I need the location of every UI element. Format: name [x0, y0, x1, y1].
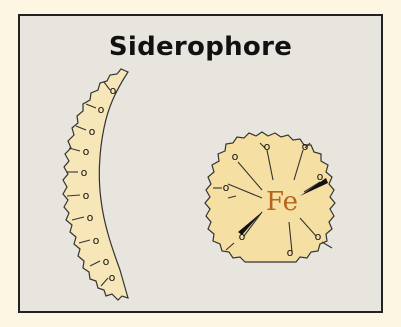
open-oxygen-label: o [109, 271, 116, 284]
bound-oxygen-label: o [315, 230, 322, 243]
open-oxygen-label: o [110, 84, 117, 97]
bound-oxygen-label: o [264, 140, 271, 153]
open-oxygen-label: o [87, 211, 94, 224]
bound-oxygen-label: o [317, 170, 324, 183]
bound-oxygen-label: o [302, 140, 309, 153]
open-oxygen-label: o [81, 166, 88, 179]
open-oxygen-label: o [93, 234, 100, 247]
bound-oxygen-label: o [287, 246, 294, 259]
open-siderophore [63, 69, 128, 300]
bound-oxygen-label: o [223, 181, 230, 194]
open-oxygen-label: o [89, 125, 96, 138]
bound-oxygen-label: o [232, 150, 239, 163]
bound-oxygen-label: o [239, 230, 246, 243]
open-oxygen-label: o [83, 145, 90, 158]
open-siderophore-body [63, 69, 128, 300]
open-oxygen-label: o [83, 189, 90, 202]
open-oxygen-label: o [103, 255, 110, 268]
open-oxygen-label: o [98, 103, 105, 116]
iron-label: Fe [266, 187, 298, 217]
